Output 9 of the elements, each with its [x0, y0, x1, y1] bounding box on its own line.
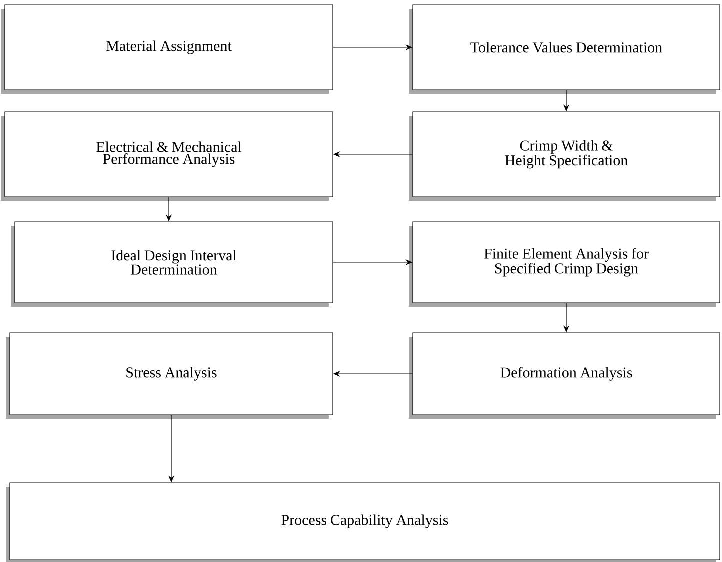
process-box: Electrical & Mechanical Performance Analysis [1, 112, 334, 201]
process-box: Stress Analysis [6, 332, 334, 419]
process-box: Crimp Width & Height Specification [409, 112, 720, 201]
process-box: Finite Element Analysis for Specified Crimp Design [409, 222, 720, 307]
process-box: Material Assignment [1, 4, 334, 94]
process-box: Process Capability Analysis [6, 482, 720, 562]
process-box: Tolerance Values Determination [409, 4, 720, 94]
process-box: Deformation Analysis [409, 332, 720, 419]
process-box: Ideal Design Interval Determination [11, 222, 334, 307]
